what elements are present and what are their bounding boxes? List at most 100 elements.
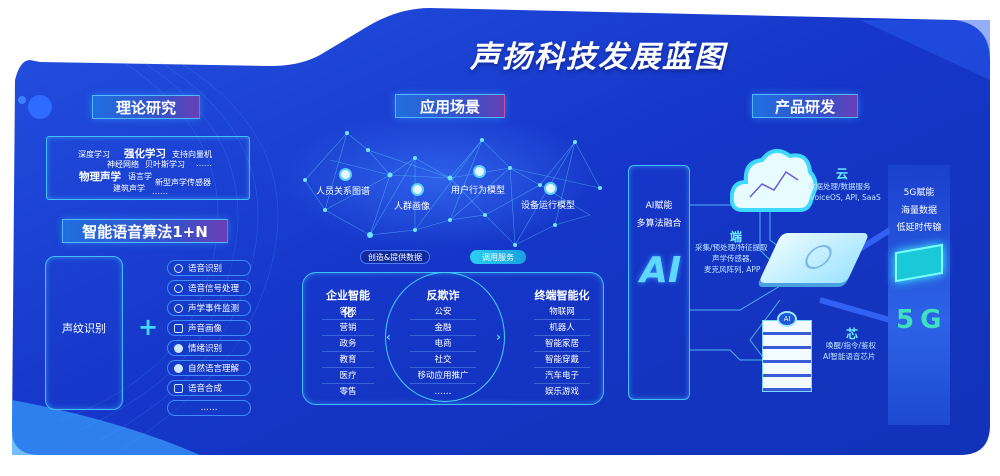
page-title: 声扬科技发展蓝图 [470, 40, 726, 75]
column-item: 电商 [410, 336, 476, 352]
ai-panel [628, 165, 690, 400]
column-item: 智能穿戴 [534, 352, 590, 368]
acoustic-event-icon [174, 303, 183, 313]
keyword: …… [196, 159, 212, 168]
speech-synthesis-icon [174, 383, 183, 393]
antifraud-column: 反欺诈 公安金融电商社交移动应用推广 …… [410, 287, 476, 400]
scenarios-header: 应用场景 [395, 94, 505, 118]
algorithm-item: 声学事件监测 [167, 300, 251, 316]
cloud-desc: 数据处理/数据服务 [808, 182, 871, 191]
column-item: 机器人 [534, 320, 590, 336]
call-service-pill: 调用服务 [470, 250, 526, 264]
nlu-icon [174, 363, 183, 373]
provide-data-pill: 创造&提供数据 [360, 250, 430, 264]
edge-desc: 声学传感器, [712, 254, 752, 263]
item-label: 语音识别 [188, 264, 223, 274]
column-item: 娱乐游戏 [544, 387, 579, 397]
node-label: 用户行为模型 [451, 186, 506, 196]
column-item: 物联网 [534, 304, 590, 320]
column-item: 政务 [322, 336, 374, 352]
edge-title: 端 [730, 230, 743, 244]
network-graph [303, 131, 602, 247]
keyword: 贝叶斯学习 [145, 160, 185, 169]
theory-keywords-box [46, 136, 250, 200]
plus-icon: + [138, 313, 159, 341]
column-item: 客服 [322, 304, 374, 320]
column-title: 终端智能化 [534, 289, 590, 302]
cloud-icon [730, 148, 818, 212]
item-label: 自然语言理解 [188, 364, 240, 374]
fiveg-logo-icon: 5G [896, 305, 948, 335]
chevron-right-icon: › [496, 330, 501, 344]
algorithm-item: 声音画像 [167, 320, 251, 336]
column-item: …… [434, 387, 452, 397]
keyword: 强化学习 [124, 148, 166, 160]
keyword: 神经网络 [107, 160, 139, 169]
ai-logo-icon: AI [640, 250, 682, 291]
keyword: 深度学习 [78, 150, 110, 159]
column-item: 公安 [410, 304, 476, 320]
chip-server-icon: AI [762, 311, 812, 392]
chip-title: 芯 [846, 327, 859, 341]
cloud-title: 云 [836, 167, 849, 181]
column-title: 反欺诈 [426, 289, 460, 302]
chip-desc: 唤醒/指令/鉴权 [826, 341, 877, 350]
keyword: 建筑声学 [113, 184, 145, 193]
column-item: 智能家居 [534, 336, 590, 352]
column-item: 营销 [322, 320, 374, 336]
fiveg-line: 5G赋能 [903, 188, 935, 198]
voice-recognition-icon [174, 263, 183, 273]
voice-portrait-icon [174, 323, 183, 333]
center-circle [385, 272, 505, 402]
emotion-icon [174, 343, 183, 353]
edge-desc: 采集/预处理/特征提取 [695, 243, 768, 252]
column-item: 金融 [410, 320, 476, 336]
node-user-icon [473, 165, 486, 178]
column-item: 零售 [339, 387, 357, 397]
column-item: 移动应用推广 [410, 368, 476, 384]
chip-desc: AI智能语音芯片 [823, 352, 876, 361]
algorithm-item: 语音信号处理 [167, 280, 251, 296]
column-item: 教育 [322, 352, 374, 368]
fiveg-column [888, 165, 950, 425]
keyword: 物理声学 [79, 171, 121, 183]
ai-line: AI赋能 [645, 201, 673, 211]
column-item: 社交 [410, 352, 476, 368]
edge-desc: 麦克风阵列, APP [704, 265, 761, 274]
voiceprint-panel [45, 256, 123, 410]
item-label: 语音信号处理 [188, 284, 240, 294]
column-item: 汽车电子 [534, 368, 590, 384]
node-device-icon [544, 182, 557, 195]
signal-processing-icon [174, 283, 183, 293]
node-people-icon [339, 168, 352, 181]
enterprise-column: 企业智能化 客服营销政务教育医疗零售 [322, 287, 374, 400]
algorithm-item: 语音识别 [167, 260, 251, 276]
node-crowd-icon [411, 183, 424, 196]
algorithm-item: 自然语言理解 [167, 360, 251, 376]
item-label: …… [200, 403, 218, 413]
item-label: 情绪识别 [188, 344, 223, 354]
column-title: 企业智能化 [326, 289, 370, 319]
node-label: 人员关系图谱 [316, 187, 371, 197]
algorithm-item: 语音合成 [167, 380, 251, 396]
algorithm-item: …… [167, 400, 251, 416]
item-label: 声音画像 [188, 324, 223, 334]
fiveg-line: 低延时传输 [896, 223, 942, 233]
theory-header: 理论研究 [92, 95, 200, 119]
node-label: 设备运行模型 [521, 201, 576, 211]
fiveg-line: 海量数据 [900, 206, 937, 216]
keyword: …… [152, 187, 168, 196]
algorithm-header: 智能语音算法1+N [62, 219, 228, 243]
product-header: 产品研发 [752, 94, 858, 118]
chevron-left-icon: ‹ [386, 330, 391, 344]
column-item: 医疗 [322, 368, 374, 384]
cloud-desc: VoiceOS, API, SaaS [810, 193, 881, 202]
node-label: 人群画像 [394, 202, 431, 212]
item-label: 语音合成 [188, 384, 223, 394]
ai-line: 多算法融合 [636, 219, 682, 229]
algorithm-item: 情绪识别 [167, 340, 251, 356]
keyword: 支持向量机 [172, 150, 212, 159]
terminal-column: 终端智能化 物联网机器人智能家居智能穿戴汽车电子娱乐游戏 [534, 287, 590, 400]
keyword: 语言学 [128, 172, 152, 181]
